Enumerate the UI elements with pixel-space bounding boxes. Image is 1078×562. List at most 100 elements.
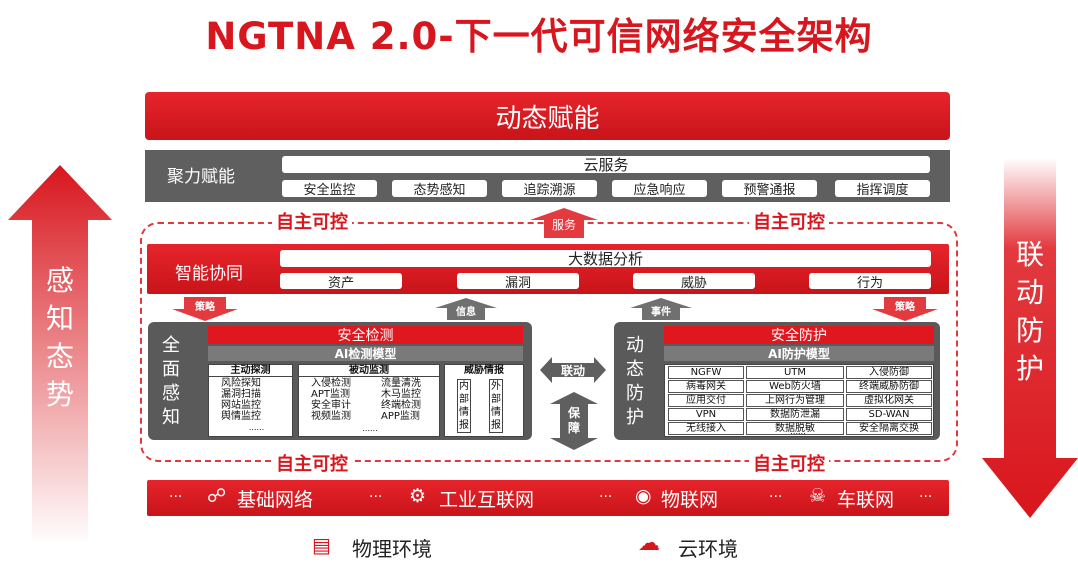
focus-empower-band: 聚力赋能 云服务 安全监控 态势感知 追踪溯源 应急响应 预警通报 指挥调度	[145, 150, 950, 202]
passive-item: APP监测	[381, 411, 420, 422]
smart-collab-label: 智能协同	[175, 264, 243, 284]
passive-item: APT监测	[311, 389, 350, 400]
focus-empower-label: 聚力赋能	[167, 167, 235, 187]
protection-cell: Web防火墙	[746, 380, 844, 393]
guarantee-double-arrow	[550, 392, 598, 450]
ai-detection-model: AI检测模型	[208, 346, 523, 361]
protection-grid: NGFW UTM 入侵防御 病毒网关 Web防火墙 终端威胁防御 应用交付 上网…	[664, 364, 934, 437]
autonomy-label-bottom-left: 自主可控	[272, 450, 352, 476]
focus-item: 安全监控	[282, 180, 377, 198]
strategy-arrow-right	[872, 297, 938, 321]
perception-panel: 全面感知 安全检测 AI检测模型 主动探测 风险探知 漏洞扫描 网站监控 舆情监…	[148, 322, 532, 440]
focus-item: 应急响应	[612, 180, 707, 198]
protection-cell: 安全隔离交换	[846, 422, 932, 435]
protection-cell: 数据脱敏	[746, 422, 844, 435]
protection-cell: 虚拟化网关	[846, 394, 932, 407]
smart-item: 资产	[280, 273, 402, 291]
passive-item: 终端检测	[381, 400, 421, 411]
focus-item: 追踪溯源	[502, 180, 597, 198]
cloud-environment: 云环境	[678, 537, 738, 561]
ai-protection-model: AI防护模型	[664, 346, 934, 361]
sense-situation-label: 感知态势	[45, 264, 74, 411]
physical-environment: 物理环境	[352, 537, 432, 561]
gear-icon: ⚙	[409, 485, 427, 507]
link-label: 联动	[560, 363, 585, 378]
info-arrow	[435, 298, 497, 320]
server-icon: ▤	[312, 533, 331, 557]
page-title: NGTNA 2.0-下一代可信网络安全架构	[205, 15, 873, 58]
linked-protection-label: 联动防护	[1015, 238, 1044, 385]
protection-cell: VPN	[668, 408, 744, 421]
passive-item: 流量清洗	[381, 378, 421, 389]
security-protection-header: 安全防护	[664, 326, 934, 344]
protection-panel: 动态防护 安全防护 AI防护模型 NGFW UTM 入侵防御 病毒网关 Web防…	[614, 322, 940, 440]
more-dots: ......	[790, 427, 806, 436]
active-item: 漏洞扫描	[221, 389, 261, 400]
protection-cell: 病毒网关	[668, 380, 744, 393]
protection-cell: NGFW	[668, 366, 744, 379]
autonomy-label-top-left: 自主可控	[272, 208, 352, 234]
sense-situation-arrow	[8, 165, 112, 545]
smart-item: 威胁	[633, 273, 755, 291]
threat-intel-table: 威胁情报 内部情报 外部情报	[444, 364, 524, 437]
protection-side-label: 动态防护	[626, 335, 644, 428]
internal-intel: 内部情报	[457, 379, 471, 433]
car-network-icon: ☠	[809, 485, 827, 507]
passive-monitoring-title: 被动监测	[299, 365, 439, 377]
cloud-service-bar: 云服务	[282, 156, 930, 174]
active-item: 舆情监控	[221, 411, 261, 422]
network-dots: ...	[769, 485, 783, 501]
strategy-label-right: 策略	[895, 301, 915, 313]
event-label: 事件	[651, 306, 671, 318]
passive-item: 视频监测	[311, 411, 351, 422]
network-item-basic: 基础网络	[237, 489, 314, 511]
security-detection-header: 安全检测	[208, 326, 523, 344]
protection-cell: 无线接入	[668, 422, 744, 435]
passive-item: 安全审计	[311, 400, 351, 411]
strategy-label-left: 策略	[195, 301, 215, 313]
autonomy-label-top-right: 自主可控	[749, 208, 829, 234]
smart-item: 行为	[809, 273, 931, 291]
smart-item: 漏洞	[457, 273, 579, 291]
network-dots: ...	[369, 485, 383, 501]
protection-cell: 数据防泄漏	[746, 408, 844, 421]
more-dots: ......	[362, 424, 378, 433]
threat-intel-title: 威胁情报	[464, 365, 504, 376]
protection-cell: 上网行为管理	[746, 394, 844, 407]
external-intel: 外部情报	[489, 379, 503, 433]
linked-protection-arrow	[982, 158, 1078, 518]
passive-item: 木马监控	[381, 389, 421, 400]
active-item: 网站监控	[221, 400, 261, 411]
iot-icon: ◉	[635, 485, 652, 507]
protection-cell: 应用交付	[668, 394, 744, 407]
strategy-arrow-left	[172, 297, 238, 321]
autonomy-label-bottom-right: 自主可控	[749, 450, 829, 476]
passive-monitoring-table: 被动监测 入侵检测 APT监测 安全审计 视频监测 流量清洗 木马监控 终端检测…	[298, 364, 440, 437]
active-item: 风险探知	[221, 378, 261, 389]
active-detection-table: 主动探测 风险探知 漏洞扫描 网站监控 舆情监控 ......	[208, 364, 293, 437]
passive-item: 入侵检测	[311, 378, 351, 389]
link-double-arrow	[540, 357, 606, 383]
guarantee-label: 保障	[567, 406, 580, 435]
info-label: 信息	[456, 306, 476, 318]
protection-cell: UTM	[746, 366, 844, 379]
focus-item: 指挥调度	[835, 180, 930, 198]
focus-item: 态势感知	[392, 180, 487, 198]
service-arrow	[530, 208, 598, 238]
network-band: ... ☍ 基础网络 ... ⚙ 工业互联网 ... ◉ 物联网 ... ☠ 车…	[147, 480, 949, 516]
active-detection-title: 主动探测	[209, 365, 292, 377]
perception-side-label: 全面感知	[162, 335, 180, 428]
protection-cell: 入侵防御	[846, 366, 932, 379]
network-item-industrial: 工业互联网	[439, 489, 535, 511]
network-icon: ☍	[207, 485, 227, 507]
network-dots: ...	[169, 485, 183, 501]
dynamic-empower-band: 动态赋能	[145, 92, 950, 140]
cloud-icon: ☁	[638, 531, 660, 556]
smart-collab-band: 智能协同 大数据分析 资产 漏洞 威胁 行为	[147, 244, 949, 294]
network-item-iot: 物联网	[661, 489, 719, 511]
network-dots: ...	[919, 485, 933, 501]
big-data-bar: 大数据分析	[280, 250, 931, 268]
protection-cell: 终端威胁防御	[846, 380, 932, 393]
network-item-vehicle: 车联网	[837, 489, 895, 511]
protection-cell: SD-WAN	[846, 408, 932, 421]
